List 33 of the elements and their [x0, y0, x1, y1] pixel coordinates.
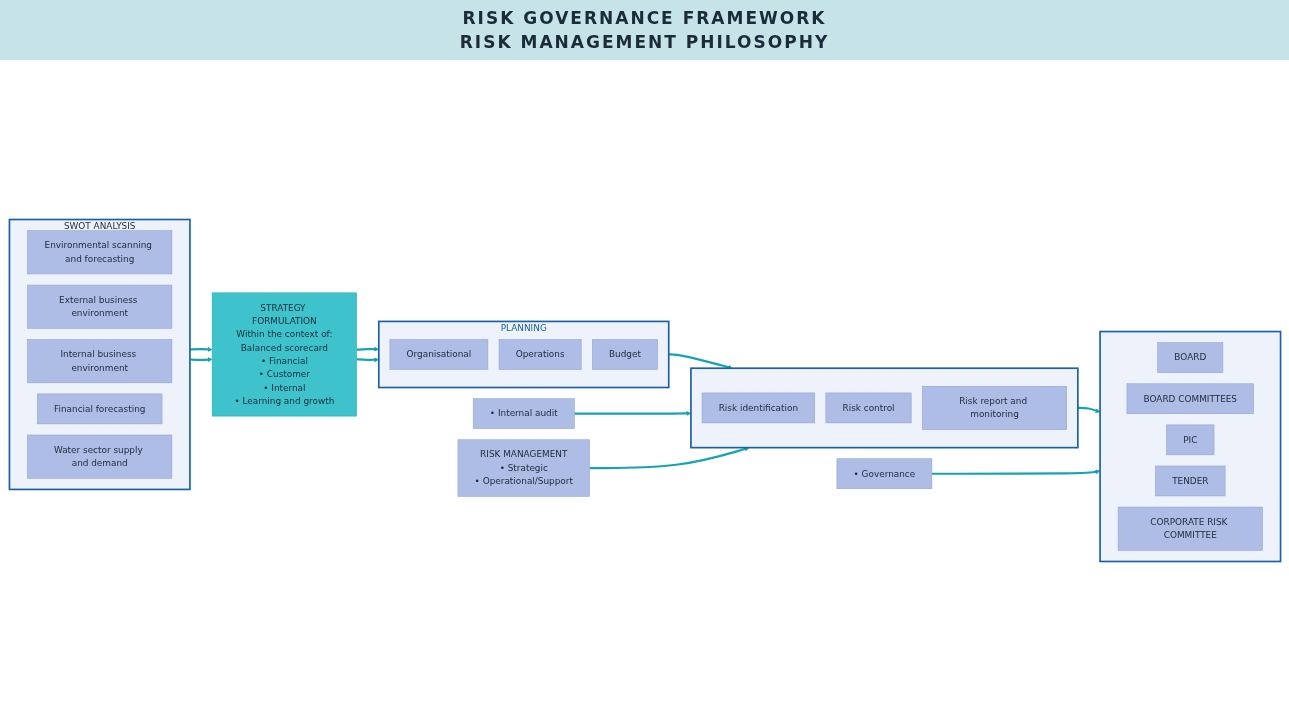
- node-box: Risk identification: [701, 392, 815, 423]
- arrow: [573, 410, 691, 416]
- node-box: • Governance: [836, 457, 932, 489]
- node-box: Operations: [498, 338, 581, 370]
- subtitle: RISK MANAGEMENT PHILOSOPHY: [458, 31, 831, 54]
- node-box: External business environment: [26, 284, 172, 329]
- node-box: Budget: [591, 338, 658, 370]
- node-box: PIC: [1165, 424, 1214, 455]
- node-box: Water sector supply and demand: [26, 434, 172, 479]
- node-box: Risk control: [825, 392, 911, 423]
- node-box: • Internal audit: [472, 397, 575, 429]
- arrow: [356, 356, 379, 362]
- arrow: [589, 446, 749, 469]
- node-box: BOARD: [1156, 341, 1223, 373]
- cluster: [689, 366, 1079, 448]
- node-box: Internal business environment: [26, 338, 172, 383]
- title: RISK GOVERNANCE FRAMEWORK: [461, 7, 828, 30]
- node-box: Environmental scanning and forecasting: [26, 229, 172, 274]
- arrow: [189, 346, 212, 352]
- node-box: Risk report and monitoring: [921, 385, 1067, 430]
- arrow: [1077, 406, 1100, 413]
- arrow: [668, 352, 733, 369]
- node-box: Financial forecasting: [36, 393, 162, 424]
- node-box: TENDER: [1154, 465, 1225, 496]
- arrow: [931, 469, 1100, 475]
- arrow: [356, 346, 379, 352]
- node-box: Organisational: [389, 338, 488, 370]
- node-box: CORPORATE RISK COMMITTEE: [1117, 506, 1263, 551]
- cluster: [1098, 330, 1281, 562]
- node-box: STRATEGY FORMULATION Within the context of: Balanced scorecard • Financial • Customer • Internal • Learning and growth: [211, 292, 357, 416]
- node-box: BOARD COMMITTEES: [1126, 383, 1254, 414]
- arrow: [189, 356, 212, 362]
- node-box: RISK MANAGEMENT • Strategic • Operational/Support: [457, 438, 590, 497]
